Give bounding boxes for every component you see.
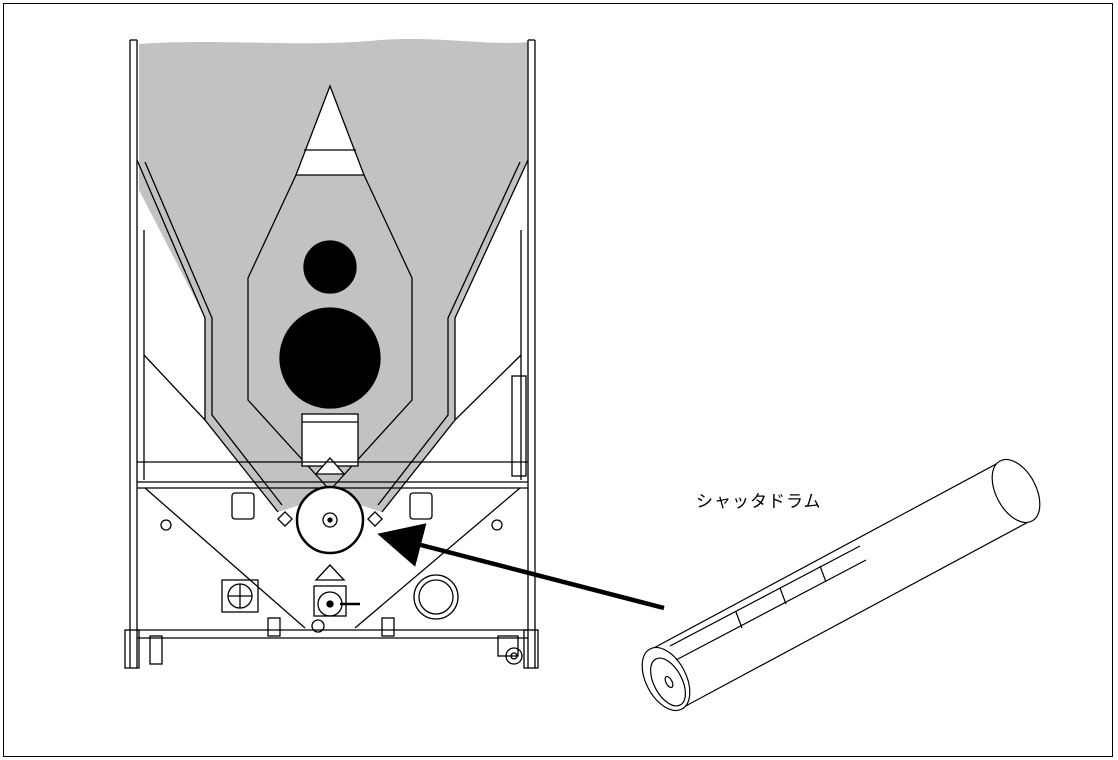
circular-port [413, 574, 459, 620]
upper-opening [303, 240, 357, 294]
chute-box [301, 413, 359, 475]
shutter-drum-label: シャッタドラム [696, 492, 822, 512]
fan-grille [221, 579, 259, 613]
machine-front-view [124, 39, 539, 669]
left-frame-post [124, 39, 145, 669]
drive-unit [311, 564, 360, 633]
feet [149, 617, 523, 665]
inner-divider [247, 84, 413, 489]
callout-arrow [377, 523, 665, 611]
lower-opening [279, 307, 381, 409]
outer-hopper-walls [136, 159, 529, 513]
shutter-drum-detail [641, 458, 1041, 712]
shutter-drum-front [277, 485, 383, 555]
side-control-box [511, 375, 527, 477]
lower-cabinet [137, 461, 528, 639]
